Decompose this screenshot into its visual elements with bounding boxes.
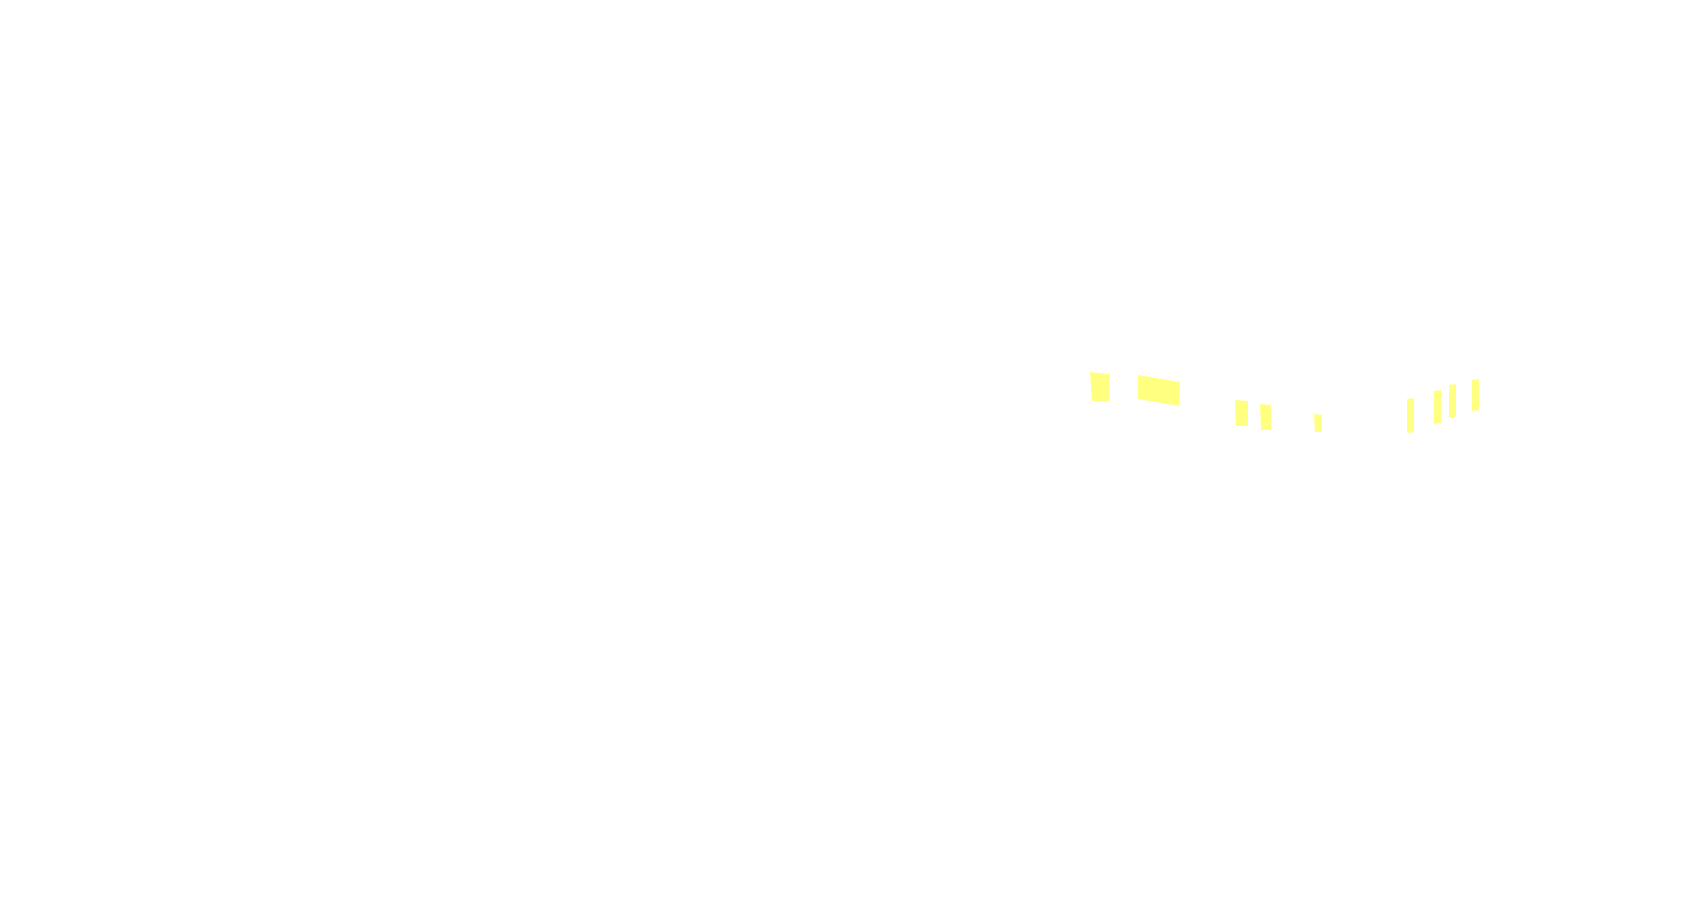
highlight-mark <box>1314 414 1322 432</box>
highlight-mark <box>1472 379 1479 411</box>
highlight-mark <box>1407 398 1414 433</box>
highlight-mark <box>1449 384 1456 418</box>
highlight-mark <box>1260 404 1271 430</box>
highlight-mark <box>1434 390 1441 424</box>
highlight-mark <box>1138 375 1180 406</box>
highlight-mark <box>1235 400 1248 426</box>
highlight-mark <box>1090 372 1109 401</box>
